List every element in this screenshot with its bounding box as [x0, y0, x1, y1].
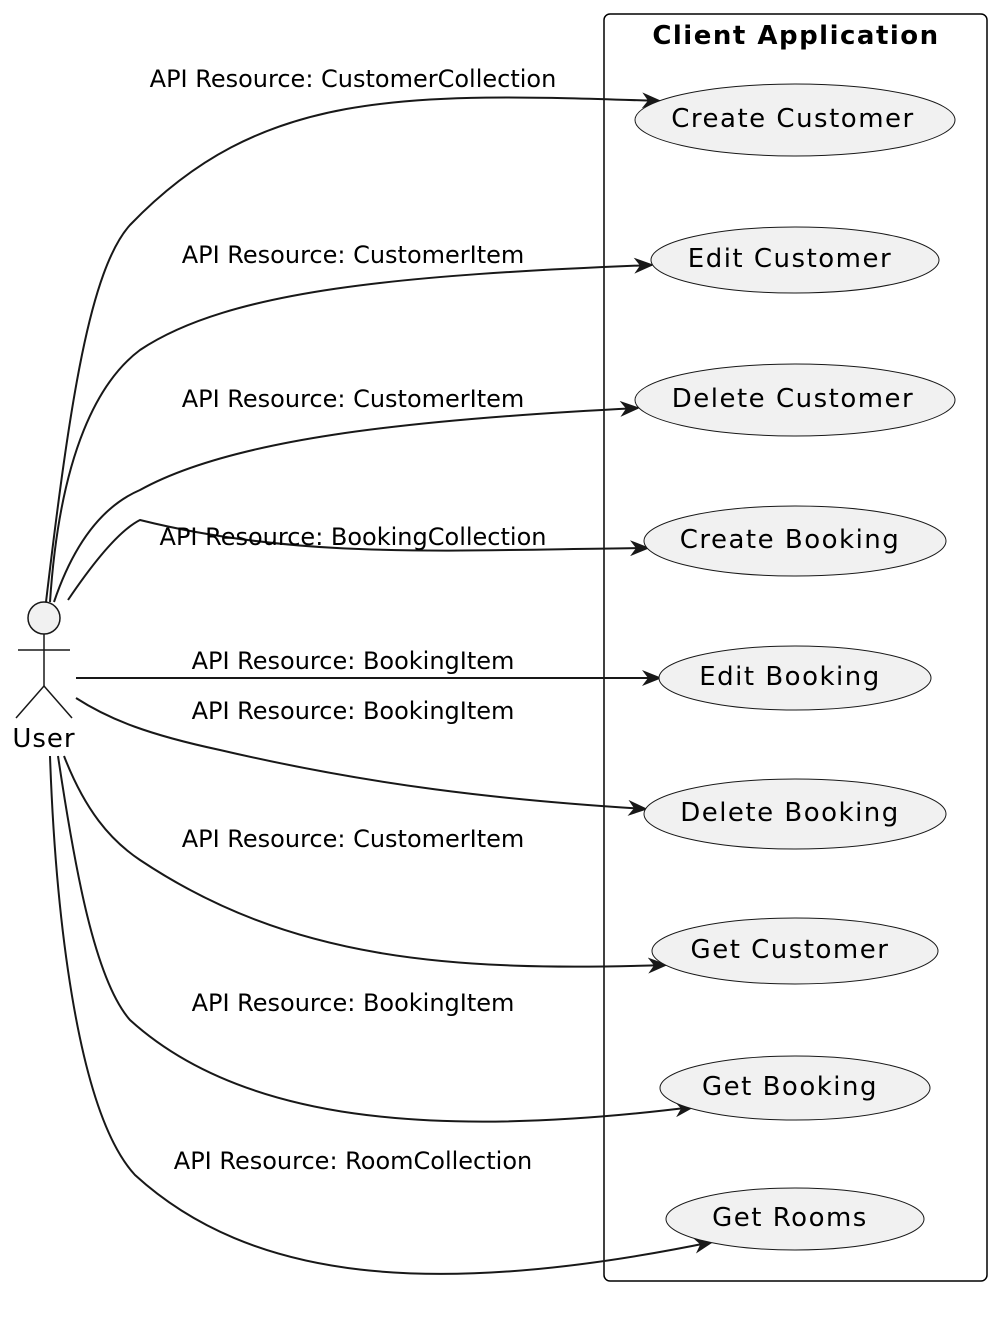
use-case-label: Delete Customer [672, 384, 914, 414]
use-case-ellipse[interactable] [643, 778, 947, 850]
system-boundary-frame [603, 13, 988, 1282]
use-case-label: Create Customer [671, 104, 914, 134]
edges [45, 92, 714, 1275]
use-case-get-rooms[interactable]: Get Rooms [665, 1187, 925, 1251]
edge-labels: API Resource: CustomerCollection API Res… [150, 65, 557, 1175]
edge-label: API Resource: BookingItem [192, 647, 515, 675]
edge-delete-booking [75, 697, 648, 816]
use-case-ellipse[interactable] [651, 917, 939, 985]
edge-delete-customer [53, 400, 640, 603]
use-case-create-booking[interactable]: Create Booking [643, 505, 947, 577]
edge-label: API Resource: CustomerCollection [150, 65, 557, 93]
use-case-ellipse[interactable] [634, 83, 956, 157]
use-case-get-booking[interactable]: Get Booking [659, 1055, 931, 1121]
use-case-ellipse[interactable] [634, 363, 956, 437]
use-case-label: Get Customer [691, 935, 890, 965]
use-case-label: Get Booking [702, 1072, 878, 1102]
use-case-label: Edit Booking [699, 662, 881, 692]
actor-label: User [12, 724, 75, 754]
use-case-ellipse[interactable] [665, 1187, 925, 1251]
use-case-get-customer[interactable]: Get Customer [651, 917, 939, 985]
use-case-label: Create Booking [680, 525, 901, 555]
edge-get-customer [63, 755, 668, 974]
edge-label: API Resource: BookingItem [192, 697, 515, 725]
use-case-label: Edit Customer [688, 244, 892, 274]
use-case-create-customer[interactable]: Create Customer [634, 83, 956, 157]
system-boundary-title: Client Application [652, 21, 939, 51]
use-case-delete-customer[interactable]: Delete Customer [634, 363, 956, 437]
use-case-edit-booking[interactable]: Edit Booking [658, 645, 932, 711]
use-cases: Create Customer Edit Customer Delete Cus… [634, 83, 956, 1251]
edge-label: API Resource: BookingItem [192, 989, 515, 1017]
edge-get-booking [57, 755, 695, 1123]
use-case-edit-customer[interactable]: Edit Customer [650, 226, 940, 294]
use-case-ellipse[interactable] [643, 505, 947, 577]
edge-create-booking [67, 518, 650, 601]
actor-user[interactable]: User [12, 601, 75, 754]
use-case-ellipse[interactable] [658, 645, 932, 711]
edge-label: API Resource: CustomerItem [182, 241, 525, 269]
edge-label: API Resource: RoomCollection [174, 1147, 532, 1175]
edge-label: API Resource: CustomerItem [182, 825, 525, 853]
edge-get-rooms [49, 755, 714, 1275]
use-case-ellipse[interactable] [650, 226, 940, 294]
use-case-delete-booking[interactable]: Delete Booking [643, 778, 947, 850]
use-case-label: Get Rooms [712, 1203, 868, 1233]
stick-figure-icon [15, 601, 73, 719]
use-case-label: Delete Booking [680, 798, 900, 828]
use-case-ellipse[interactable] [659, 1055, 931, 1121]
edge-label: API Resource: CustomerItem [182, 385, 525, 413]
edge-create-customer [45, 92, 662, 603]
edge-edit-customer [49, 257, 654, 603]
system-boundary: Client Application [603, 13, 988, 1282]
edge-label: API Resource: BookingCollection [160, 523, 547, 551]
